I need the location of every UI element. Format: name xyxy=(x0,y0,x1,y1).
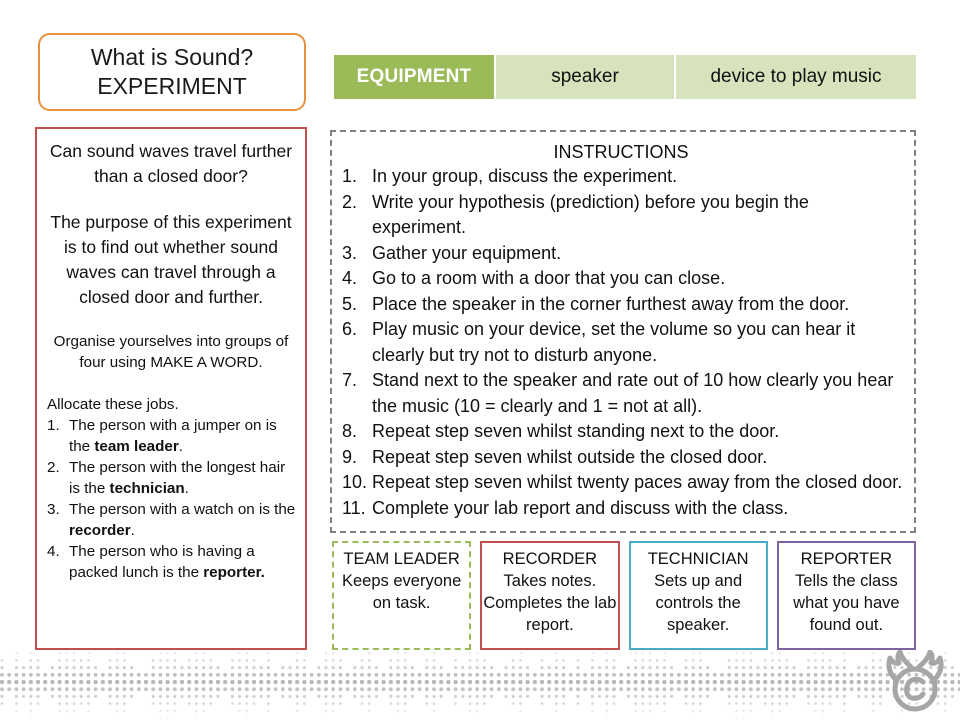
job-role-name: technician xyxy=(109,480,185,497)
job-number: 2. xyxy=(47,459,60,476)
instruction-step: 1. In your group, discuss the experiment. xyxy=(338,164,904,190)
copyright-antlers-logo xyxy=(878,649,952,718)
job-text: The person who is having a packed lunch … xyxy=(69,541,297,583)
job-role-name: team leader xyxy=(94,438,179,455)
job-text-pre: The person who is having a packed lunch … xyxy=(69,543,255,581)
instruction-step-number: 11. xyxy=(342,497,366,518)
instruction-step: 9. Repeat step seven whilst outside the c… xyxy=(338,445,904,471)
spacer xyxy=(45,373,297,394)
spacer xyxy=(45,310,297,331)
page-title-line1: What is Sound? xyxy=(90,44,254,70)
job-text-pre: The person with a watch on is the xyxy=(69,501,296,518)
instruction-step: 8. Repeat step seven whilst standing next… xyxy=(338,419,904,445)
instruction-step-number: 10. xyxy=(342,472,368,492)
job-text-pre: The person with a jumper on is the xyxy=(69,417,277,455)
role-box: REPORTER Tells the class what you have fo… xyxy=(776,541,916,650)
equipment-item-speaker: speaker xyxy=(495,54,675,100)
equipment-table: EQUIPMENT speaker device to play music xyxy=(333,54,917,100)
instruction-step-text: Complete your lab report and discuss wit… xyxy=(372,497,789,518)
job-text: The person with a jumper on is the team … xyxy=(69,415,297,457)
role-title: RECORDER xyxy=(502,550,598,568)
role-box: RECORDER Takes notes. Completes the lab r… xyxy=(480,541,620,650)
role-title: TECHNICIAN xyxy=(647,550,749,568)
role-boxes-row: TEAM LEADER Keeps everyone on task. RECORD… xyxy=(332,541,916,650)
allocate-jobs-heading: Allocate these jobs. xyxy=(47,396,179,413)
instruction-step: 2. Write your hypothesis (prediction) bef… xyxy=(338,190,904,241)
job-text-pre: The person with the longest hair is the xyxy=(69,459,286,497)
instruction-step-text: Gather your equipment. xyxy=(372,242,562,263)
instruction-step-number: 7. xyxy=(342,370,358,390)
title-box: What is Sound? EXPERIMENT xyxy=(38,33,306,111)
instruction-step-text: Repeat step seven whilst twenty paces aw… xyxy=(372,472,903,492)
audio-waveform-decoration xyxy=(0,652,960,720)
instruction-step-number: 6. xyxy=(342,319,358,339)
job-list-item: 3. The person with a watch on is the reco… xyxy=(45,499,297,541)
instruction-step-text: Go to a room with a door that you can cl… xyxy=(372,268,726,288)
instruction-step-text: Play music on your device, set the volum… xyxy=(372,319,856,365)
job-list-item: 2. The person with the longest hair is th… xyxy=(45,457,297,499)
job-role-name: reporter. xyxy=(203,564,265,581)
job-number: 3. xyxy=(47,501,60,518)
instruction-step: 5. Place the speaker in the corner furthe… xyxy=(338,292,904,318)
instruction-step: 3. Gather your equipment. xyxy=(338,241,904,267)
instructions-panel: INSTRUCTIONS 1. In your group, discuss th… xyxy=(330,130,916,533)
experiment-question: Can sound waves travel further than a cl… xyxy=(49,141,293,186)
instruction-step-text: Place the speaker in the corner furthest… xyxy=(372,293,850,314)
role-title: REPORTER xyxy=(800,550,893,568)
role-description: Tells the class what you have found out. xyxy=(793,572,900,634)
job-text: The person with a watch on is the record… xyxy=(69,499,297,541)
instruction-step-text: Write your hypothesis (prediction) befor… xyxy=(372,191,809,238)
job-text: The person with the longest hair is the … xyxy=(69,457,297,499)
role-description: Sets up and controls the speaker. xyxy=(654,572,743,634)
job-number: 4. xyxy=(47,543,60,560)
instruction-step-text: In your group, discuss the experiment. xyxy=(372,166,678,186)
spacer xyxy=(45,189,297,210)
role-description: Takes notes. Completes the lab report. xyxy=(483,572,617,634)
instruction-step-number: 8. xyxy=(342,421,358,441)
role-box: TEAM LEADER Keeps everyone on task. xyxy=(332,541,472,650)
equipment-header-cell: EQUIPMENT xyxy=(333,54,495,100)
instruction-step: 10.Repeat step seven whilst twenty paces… xyxy=(338,470,904,496)
instruction-step-text: Repeat step seven whilst outside the clo… xyxy=(372,446,768,467)
organise-instruction: Organise yourselves into groups of four … xyxy=(53,333,289,371)
role-title: TEAM LEADER xyxy=(343,550,460,568)
experiment-purpose: The purpose of this experiment is to fin… xyxy=(50,212,292,307)
instruction-step-text: Stand next to the speaker and rate out o… xyxy=(372,370,894,416)
instruction-step-text: Repeat step seven whilst standing next t… xyxy=(372,421,780,441)
instruction-step-number: 9. xyxy=(342,446,358,467)
instruction-step-number: 4. xyxy=(342,268,358,288)
job-list-item: 1. The person with a jumper on is the tea… xyxy=(45,415,297,457)
instruction-step-number: 1. xyxy=(342,166,358,186)
instructions-title: INSTRUCTIONS xyxy=(553,142,689,162)
job-text-post: . xyxy=(130,522,135,539)
job-text-post: . xyxy=(178,438,183,455)
left-info-panel: Can sound waves travel further than a cl… xyxy=(35,127,307,650)
instruction-step-number: 2. xyxy=(342,191,358,212)
role-box: TECHNICIAN Sets up and controls the speak… xyxy=(628,541,768,650)
copyright-antlers-icon xyxy=(886,649,944,712)
job-number: 1. xyxy=(47,417,60,434)
job-allocation-list: 1. The person with a jumper on is the tea… xyxy=(45,415,297,583)
instruction-step: 7. Stand next to the speaker and rate out… xyxy=(338,368,904,419)
instruction-step-number: 3. xyxy=(342,242,358,263)
instruction-step-number: 5. xyxy=(342,293,358,314)
job-role-name: recorder xyxy=(69,522,131,539)
instructions-step-list: 1. In your group, discuss the experiment.… xyxy=(338,164,904,521)
page-title-line2: EXPERIMENT xyxy=(97,73,247,99)
role-description: Keeps everyone on task. xyxy=(342,572,462,612)
job-list-item: 4. The person who is having a packed lunc… xyxy=(45,541,297,583)
instruction-step: 4. Go to a room with a door that you can … xyxy=(338,266,904,292)
equipment-item-device: device to play music xyxy=(675,54,917,100)
instruction-step: 11. Complete your lab report and discuss … xyxy=(338,496,904,522)
job-text-post: . xyxy=(184,480,189,497)
instruction-step: 6. Play music on your device, set the vol… xyxy=(338,317,904,368)
waveform-dots-svg xyxy=(0,652,960,719)
